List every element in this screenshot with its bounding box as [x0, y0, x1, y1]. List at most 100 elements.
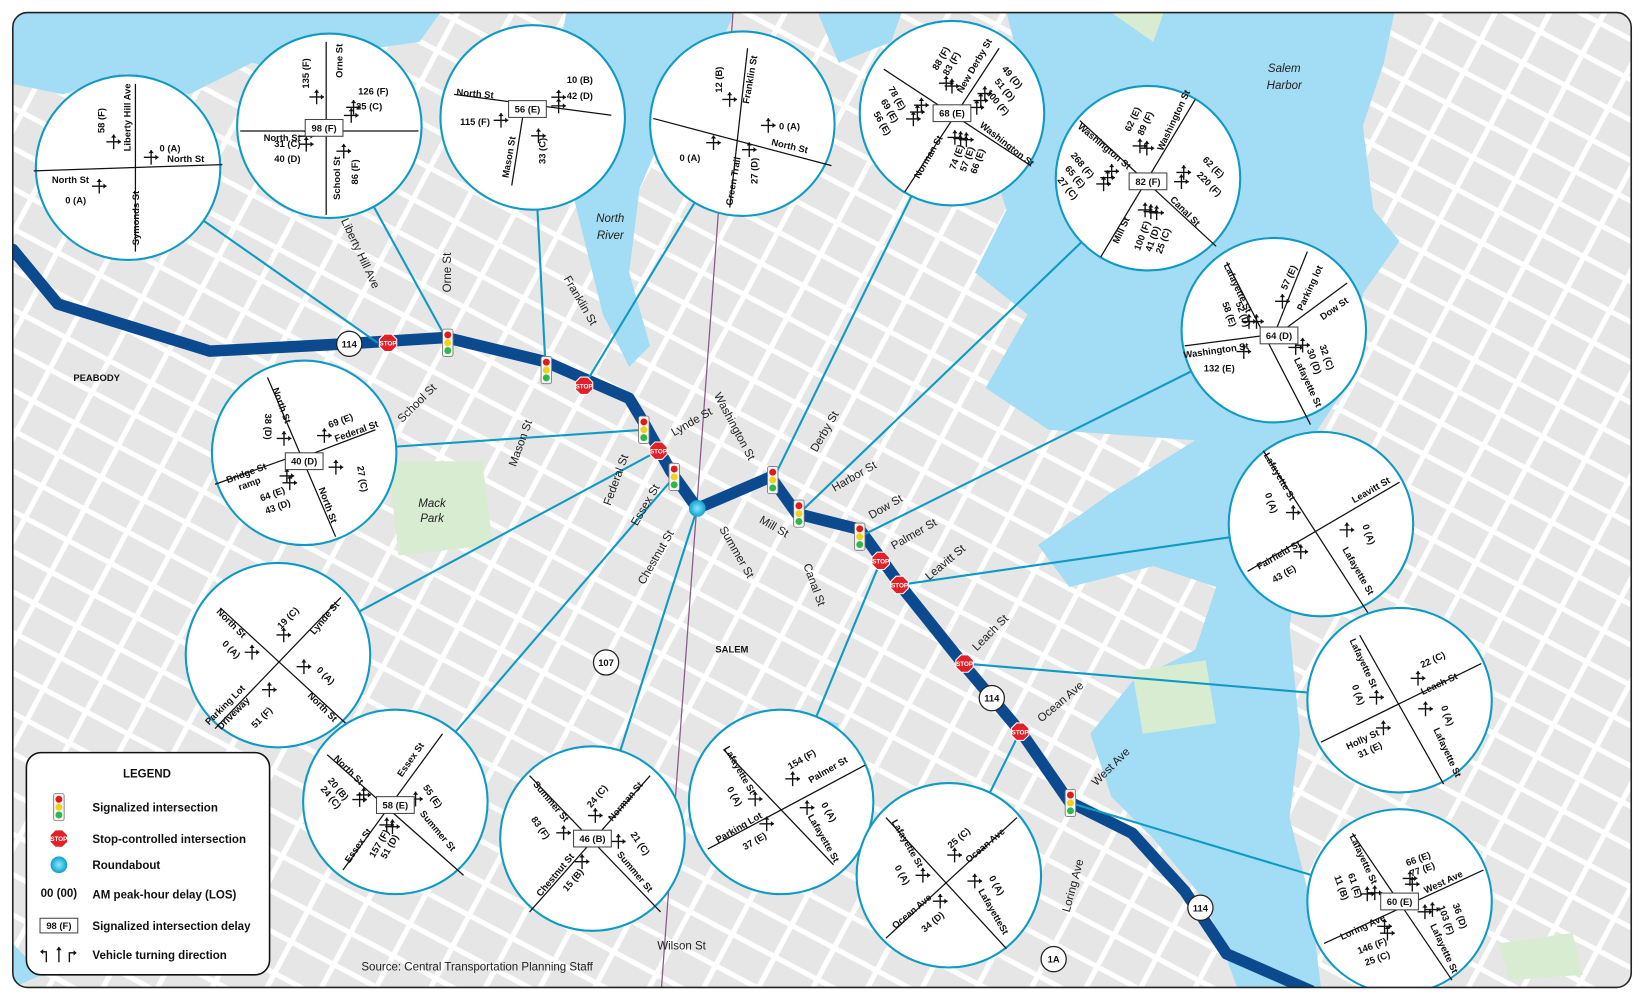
signalized-delay-box: [508, 100, 547, 118]
street-name: Symonds St: [130, 190, 141, 245]
street-name: North St: [456, 86, 495, 100]
street-line: [1359, 634, 1445, 785]
turn-arrows-icon: [611, 834, 626, 849]
stop-sign-icon[interactable]: STOP: [574, 376, 594, 395]
turn-arrows-icon: [143, 150, 159, 165]
legend-label: Signalized intersection delay: [92, 921, 251, 933]
turn-arrows-icon: [1143, 204, 1159, 219]
turn-arrows-icon: [574, 854, 590, 869]
signalized-delay: 64 (D): [1266, 330, 1292, 341]
turn-arrows-icon: [947, 847, 962, 863]
legend-label: Roundabout: [92, 860, 160, 872]
route-number: 114: [342, 338, 358, 349]
signalized-delay: 98 (F): [312, 122, 337, 133]
turn-arrows-icon: [276, 431, 292, 446]
turn-arrows-icon: [706, 135, 721, 151]
stop-sign-text: STOP: [50, 836, 67, 843]
traffic-signal-icon[interactable]: [540, 355, 552, 385]
stop-sign-icon[interactable]: STOP: [49, 829, 69, 848]
movement-delay: 126 (F): [358, 86, 388, 97]
turn-arrows-icon: [309, 89, 324, 105]
traffic-signal-icon[interactable]: [854, 522, 866, 551]
turn-arrows-icon: [799, 800, 815, 815]
turn-arrows-icon: [40, 946, 77, 963]
turn-arrows-icon: [282, 475, 298, 491]
stop-sign-icon[interactable]: STOP: [649, 441, 668, 460]
signalized-delay: 56 (E): [515, 104, 541, 115]
stop-sign-icon[interactable]: STOP: [890, 575, 909, 595]
street-line: [723, 749, 834, 866]
movement-delay: 58 (F): [95, 108, 106, 133]
turn-arrows-icon: [1174, 174, 1189, 189]
signalized-delay-box: [304, 118, 344, 137]
callout-circle: [184, 561, 372, 749]
stop-sign-icon[interactable]: STOP: [871, 551, 890, 571]
callout-circle: [687, 708, 875, 896]
street-name: Orne St: [333, 43, 344, 78]
turn-arrows-icon: [1241, 314, 1257, 329]
movement-delay: 27 (C): [355, 465, 370, 493]
traffic-signal-icon[interactable]: [638, 415, 650, 444]
town-label-salem: SALEM: [715, 643, 748, 654]
turn-arrows-icon: [915, 867, 931, 883]
legend-item: Roundabout: [92, 860, 160, 872]
route-shield: 1A: [1040, 945, 1067, 973]
legend-item: Signalized intersection: [92, 802, 217, 814]
traffic-signal-icon[interactable]: [53, 793, 65, 822]
turn-arrows-icon: [1377, 918, 1392, 934]
traffic-signal-icon[interactable]: [767, 466, 779, 495]
turn-arrows-icon: [969, 100, 985, 115]
traffic-signal-icon[interactable]: [442, 328, 454, 357]
turn-arrows-icon: [1404, 876, 1420, 892]
stop-sign-text: STOP: [956, 661, 973, 668]
legend-label: AM peak-hour delay (LOS): [92, 889, 236, 901]
stop-sign-icon[interactable]: STOP: [378, 333, 398, 352]
turn-arrows-icon: [298, 136, 314, 152]
park-label: Mack: [418, 498, 447, 510]
stop-sign-text: STOP: [872, 558, 889, 565]
callout-circle: [649, 30, 836, 217]
stop-sign-text: STOP: [891, 583, 908, 590]
stop-sign-icon[interactable]: STOP: [955, 654, 974, 673]
turn-arrows-icon: [296, 659, 312, 675]
turn-arrows-icon: [261, 682, 277, 698]
signalized-delay-box: [1380, 892, 1419, 911]
callout-circle: [1306, 606, 1493, 794]
turn-arrows-icon: [276, 627, 292, 643]
traffic-signal-icon[interactable]: [793, 499, 805, 528]
traffic-signal-icon[interactable]: [668, 462, 680, 491]
turn-arrows-icon: [1285, 505, 1301, 520]
turn-arrows-icon: [722, 92, 737, 107]
stop-sign-icon[interactable]: STOP: [1010, 722, 1030, 741]
turn-arrows-icon: [279, 468, 295, 484]
route-number: 1A: [1048, 954, 1060, 965]
turn-arrows-icon: [317, 428, 332, 443]
traffic-signal-icon[interactable]: [1064, 788, 1077, 817]
legend-item: AM peak-hour delay (LOS): [92, 889, 236, 901]
turn-arrows-icon: [953, 131, 968, 146]
turn-arrows-icon: [1295, 337, 1310, 353]
street-line: [707, 764, 866, 850]
delay-box-sample: 98 (F): [46, 920, 71, 931]
street-line: [1320, 662, 1482, 743]
turn-arrows-icon: [947, 130, 963, 145]
signalized-delay: 46 (B): [579, 833, 605, 844]
roundabout-icon[interactable]: [688, 500, 706, 517]
